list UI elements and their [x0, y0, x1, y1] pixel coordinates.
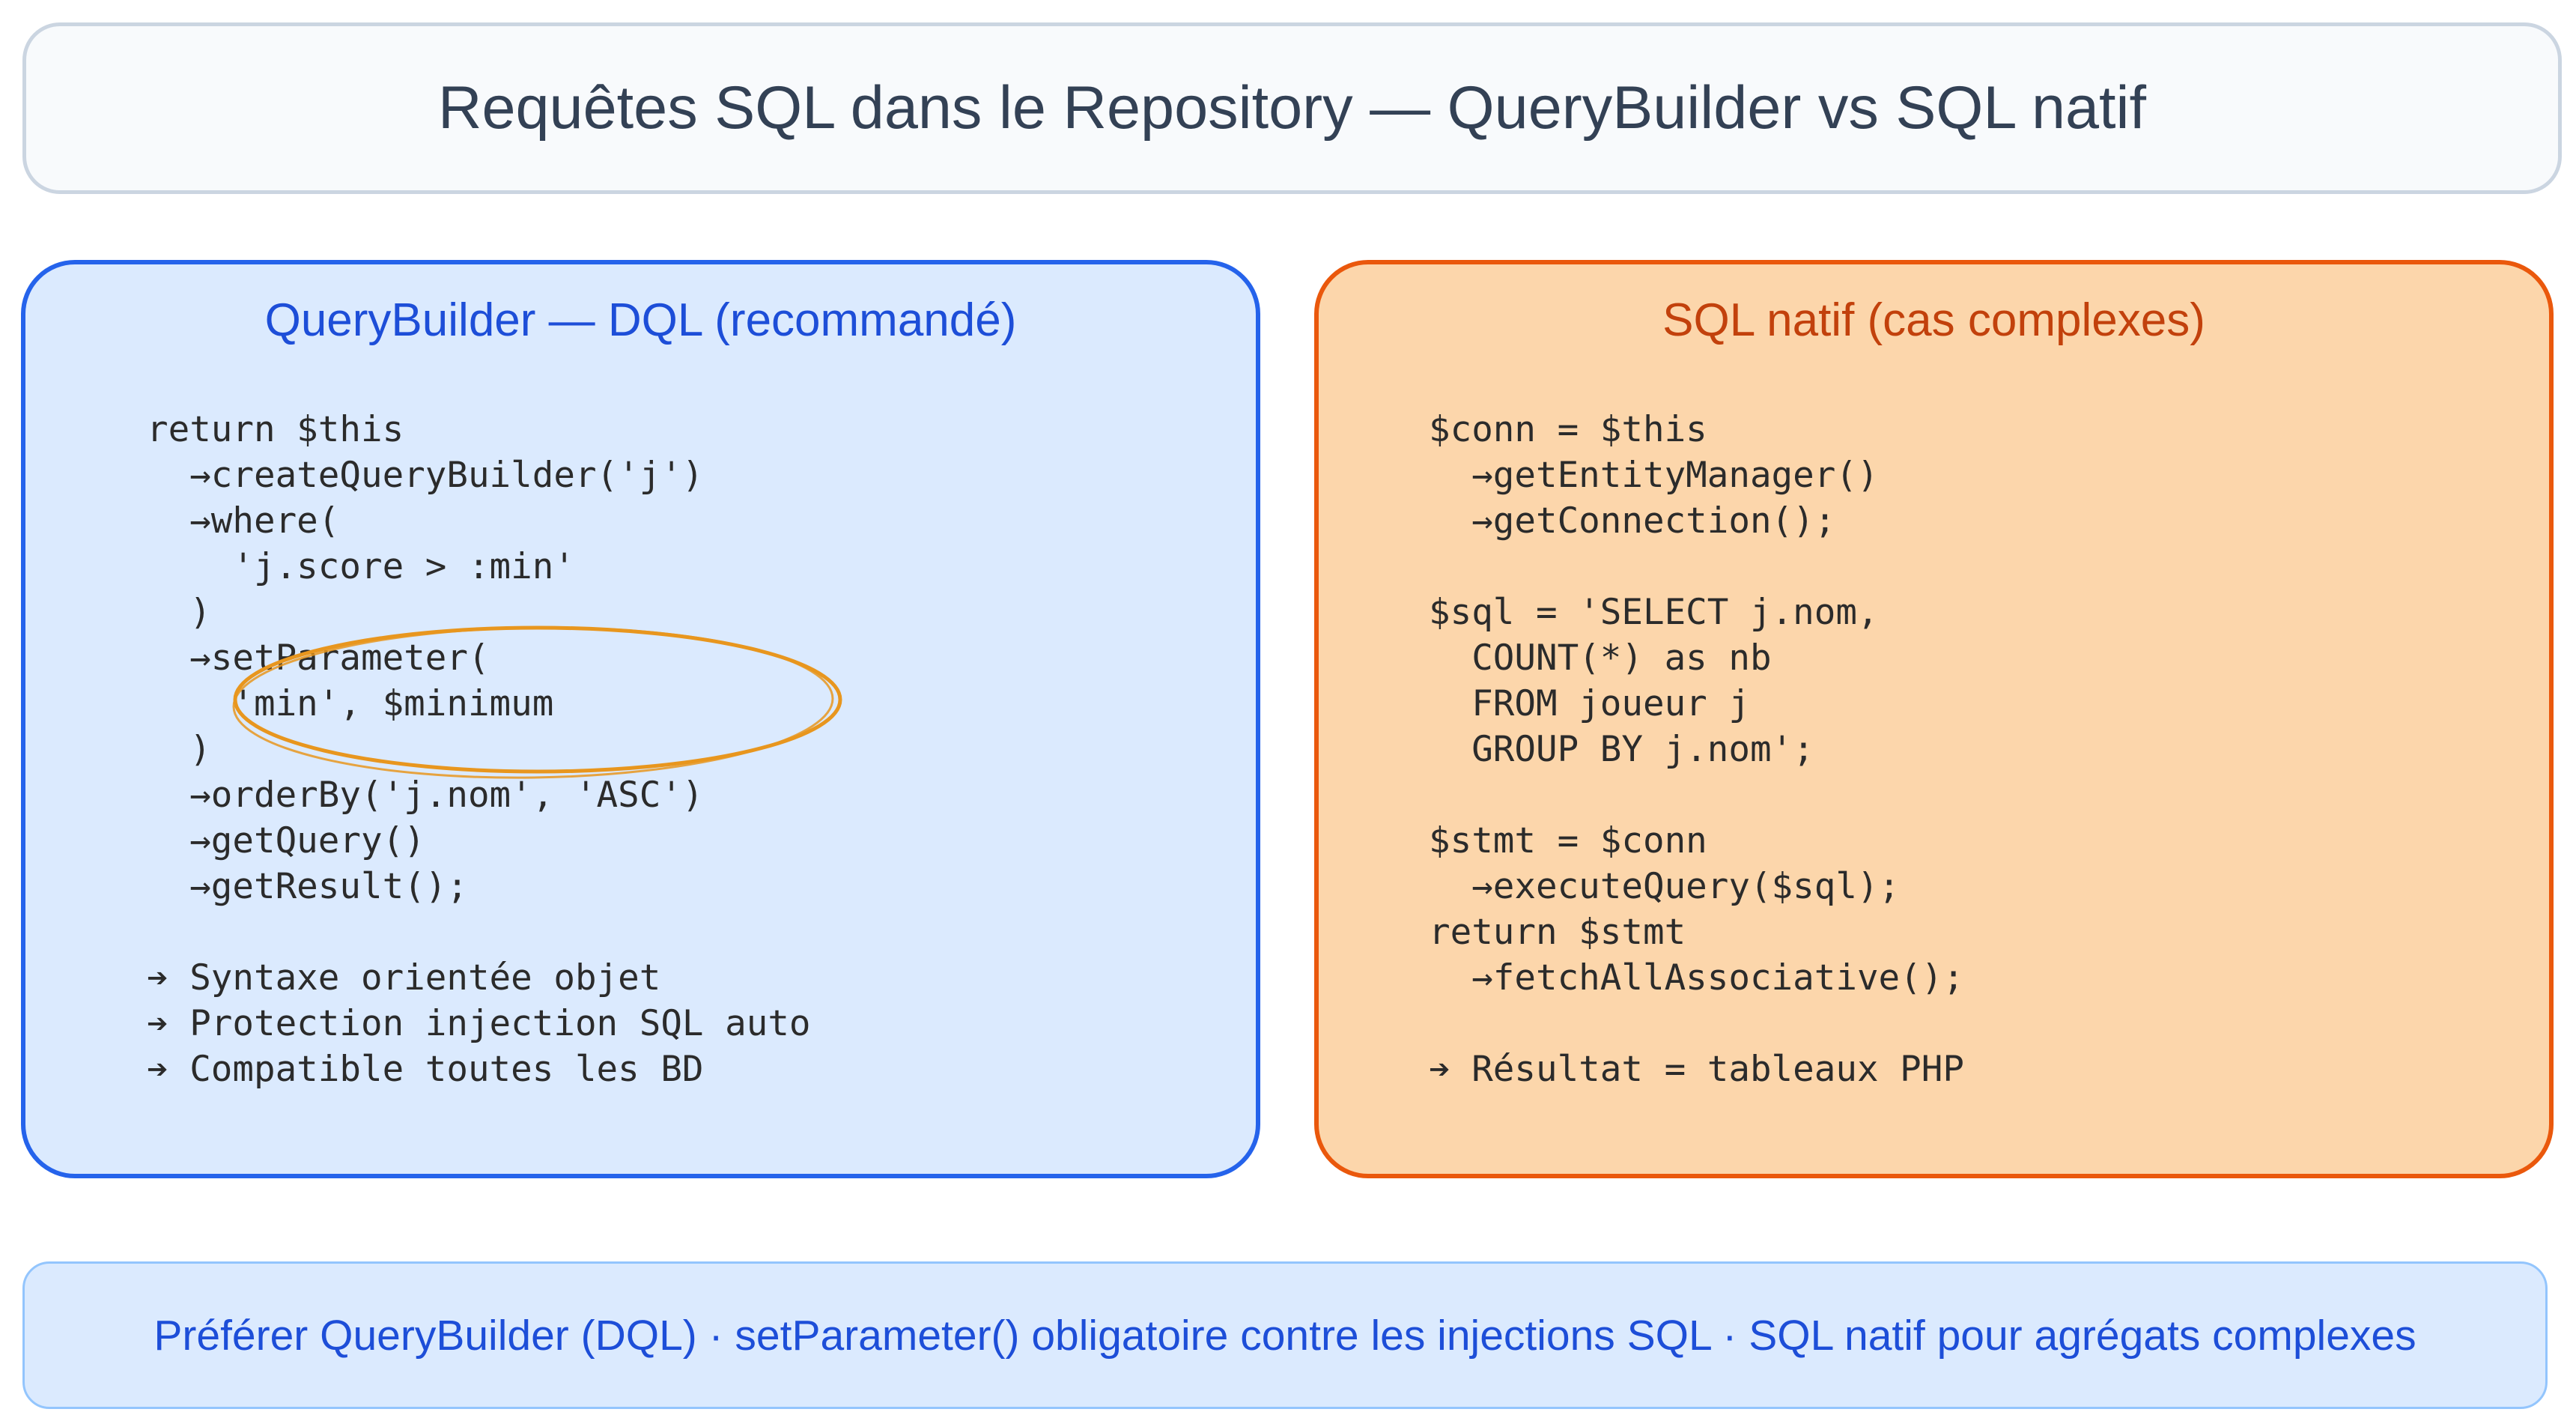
code-line: →where(: [147, 500, 340, 542]
benefit-line: ➔ Résultat = tableaux PHP: [1429, 1049, 1964, 1090]
code-line: $stmt = $conn: [1429, 820, 1707, 861]
code-line: COUNT(*) as nb: [1429, 637, 1772, 679]
title-banner: Requêtes SQL dans le Repository — QueryB…: [22, 22, 2562, 194]
code-line: $sql = 'SELECT j.nom,: [1429, 592, 1879, 633]
code-line: [1429, 772, 1964, 818]
code-line: return $this: [147, 409, 404, 450]
code-line: →fetchAllAssociative();: [1429, 957, 1964, 999]
code-line: →getQuery(): [147, 820, 425, 861]
code-line: 'min', $minimum: [147, 683, 554, 724]
code-line: FROM joueur j: [1429, 683, 1750, 724]
code-line: $conn = $this: [1429, 409, 1707, 450]
code-line: return $stmt: [1429, 912, 1686, 953]
code-line: ): [147, 592, 211, 633]
native-sql-heading: SQL natif (cas complexes): [1662, 294, 2205, 346]
native-sql-code: $conn = $this →getEntityManager() →getCo…: [1429, 407, 1964, 1092]
benefit-line: ➔ Protection injection SQL auto: [147, 1003, 811, 1044]
code-line: →getEntityManager(): [1429, 455, 1879, 496]
querybuilder-code: return $this →createQueryBuilder('j') →w…: [147, 407, 811, 1092]
code-line: →orderBy('j.nom', 'ASC'): [147, 775, 704, 816]
code-line: ): [147, 729, 211, 770]
querybuilder-heading: QueryBuilder — DQL (recommandé): [264, 294, 1017, 346]
code-line: GROUP BY j.nom';: [1429, 729, 1814, 770]
code-line: [147, 909, 811, 955]
page-title: Requêtes SQL dans le Repository — QueryB…: [437, 74, 2147, 142]
code-line: →executeQuery($sql);: [1429, 866, 1901, 907]
code-line: →getResult();: [147, 866, 468, 907]
code-line: →setParameter(: [147, 637, 490, 679]
code-line: [1429, 544, 1964, 590]
code-line: →createQueryBuilder('j'): [147, 455, 704, 496]
code-line: →getConnection();: [1429, 500, 1836, 542]
benefit-line: ➔ Syntaxe orientée objet: [147, 957, 661, 999]
footer-note: Préférer QueryBuilder (DQL) · setParamet…: [22, 1261, 2548, 1409]
querybuilder-panel: QueryBuilder — DQL (recommandé) return $…: [21, 260, 1260, 1178]
footer-text: Préférer QueryBuilder (DQL) · setParamet…: [154, 1311, 2416, 1360]
code-line: 'j.score > :min': [147, 546, 575, 587]
code-line: [1429, 1001, 1964, 1046]
benefit-line: ➔ Compatible toutes les BD: [147, 1049, 704, 1090]
native-sql-panel: SQL natif (cas complexes) $conn = $this …: [1314, 260, 2554, 1178]
